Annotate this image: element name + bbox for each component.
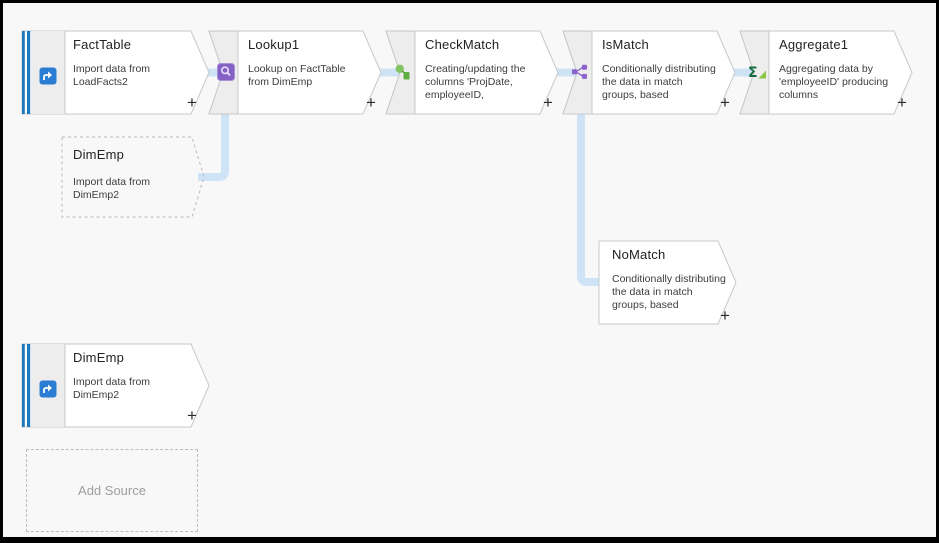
- aggregate-icon: Σ: [748, 63, 766, 81]
- source-icon: [39, 380, 57, 398]
- node-shape: [61, 136, 205, 218]
- add-transform-button[interactable]: +: [720, 93, 730, 112]
- add-transform-button[interactable]: +: [897, 93, 907, 112]
- node-dimemp[interactable]: DimEmp Import data from DimEmp2 +: [21, 343, 211, 428]
- node-description: Import data from DimEmp2: [73, 376, 151, 402]
- add-source-label: Add Source: [78, 483, 146, 498]
- node-shape: [739, 30, 913, 115]
- node-title: DimEmp: [73, 147, 125, 162]
- node-title: FactTable: [73, 37, 132, 52]
- node-description: Conditionally distributing the data in m…: [602, 63, 716, 102]
- node-aggregate1[interactable]: Σ Aggregate1 Aggregating data by 'employ…: [739, 30, 914, 115]
- lookup-icon: [217, 63, 235, 81]
- node-lookup1[interactable]: Lookup1 Lookup on FactTable from DimEmp …: [208, 30, 383, 115]
- node-title: Aggregate1: [779, 37, 849, 52]
- conditional-split-icon: [571, 63, 589, 81]
- add-transform-button[interactable]: +: [720, 306, 730, 325]
- node-description: Import data from LoadFacts2: [73, 63, 151, 89]
- node-description: Lookup on FactTable from DimEmp: [248, 63, 346, 89]
- add-transform-button[interactable]: +: [187, 93, 197, 112]
- source-icon: [39, 67, 57, 85]
- node-shape: [21, 343, 210, 428]
- node-ismatch[interactable]: IsMatch Conditionally distributing the d…: [562, 30, 737, 115]
- svg-text:Σ: Σ: [748, 65, 758, 81]
- node-description: Aggregating data by 'employeeID' produci…: [779, 63, 889, 102]
- node-facttable[interactable]: FactTable Import data from LoadFacts2 +: [21, 30, 211, 115]
- node-nomatch[interactable]: NoMatch Conditionally distributing the d…: [598, 240, 738, 325]
- node-title: IsMatch: [602, 37, 649, 52]
- add-transform-button[interactable]: +: [366, 93, 376, 112]
- node-title: CheckMatch: [425, 37, 500, 52]
- node-description: Creating/updating the columns 'ProjDate,…: [425, 63, 526, 102]
- node-dimemp-reference[interactable]: DimEmp Import data from DimEmp2: [61, 136, 206, 218]
- node-shape: [385, 30, 559, 115]
- node-checkmatch[interactable]: CheckMatch Creating/updating the columns…: [385, 30, 560, 115]
- node-title: Lookup1: [248, 37, 300, 52]
- add-transform-button[interactable]: +: [543, 93, 553, 112]
- node-title: DimEmp: [73, 350, 125, 365]
- add-source-button[interactable]: Add Source: [26, 449, 198, 532]
- node-description: Conditionally distributing the data in m…: [612, 273, 726, 312]
- node-shape: [598, 240, 737, 325]
- derived-column-icon: [394, 63, 412, 81]
- node-description: Import data from DimEmp2: [73, 176, 151, 202]
- add-transform-button[interactable]: +: [187, 406, 197, 425]
- node-title: NoMatch: [612, 247, 666, 262]
